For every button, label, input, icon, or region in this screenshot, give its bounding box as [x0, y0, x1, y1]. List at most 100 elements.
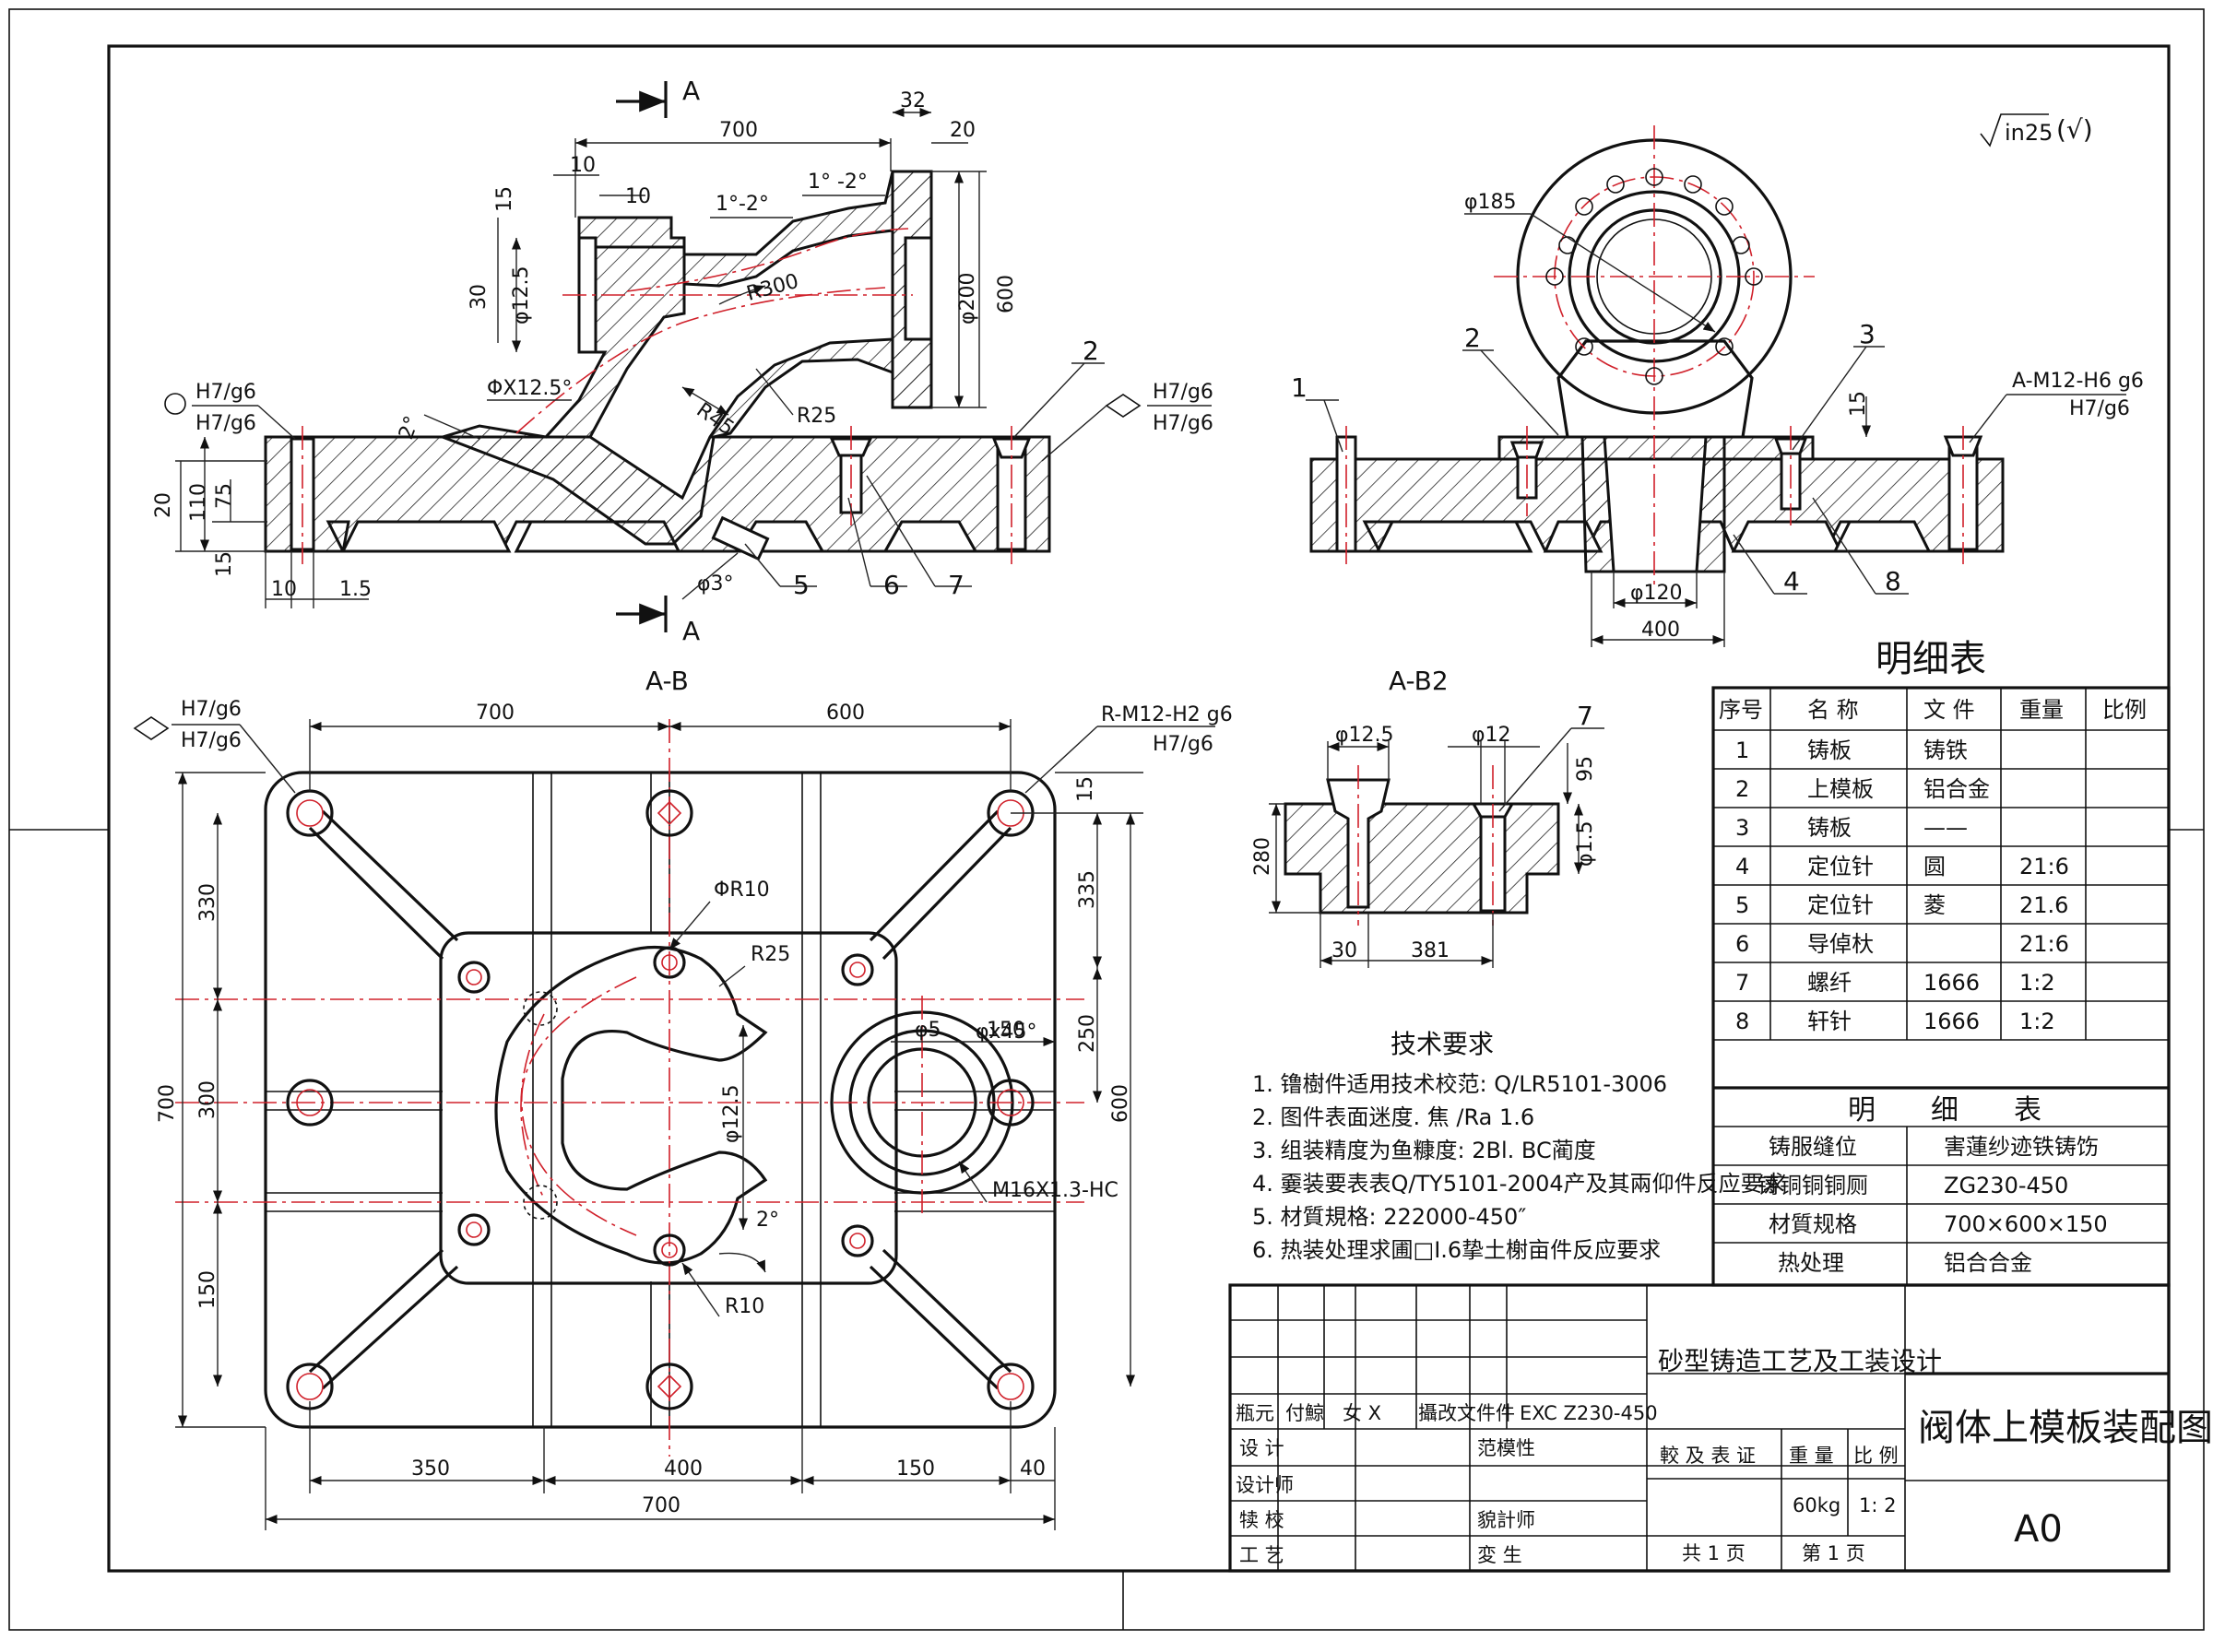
plan-dim-left-700: 700	[156, 1084, 179, 1123]
bom-row-3-col-1: 铸板	[1807, 815, 1852, 841]
dim-left-75: 75	[213, 483, 236, 509]
bom-prop-3-value: 铝合合金	[1944, 1250, 2032, 1276]
bom-row-7-col-0: 7	[1735, 970, 1749, 996]
bom-row-8-col-3: 1:2	[2019, 1009, 2055, 1034]
tb-weight-label: 重 量	[1789, 1445, 1834, 1467]
bom-subtitle: 明 细 表	[1848, 1094, 2041, 1127]
dim-600: 600	[995, 275, 1018, 313]
balloon-6: 6	[883, 570, 900, 600]
bom-row-5-col-3: 21.6	[2019, 892, 2068, 918]
roughness-note: in25 (√)	[1980, 113, 2093, 148]
bom-prop-3-label: 热处理	[1778, 1250, 1844, 1276]
bom-prop-2-value: 700×600×150	[1944, 1211, 2108, 1237]
front-section-view: A A 7	[152, 76, 1213, 646]
tb-sheet-size: A0	[2014, 1508, 2063, 1551]
tb-page-no: 第 1 页	[1802, 1542, 1865, 1564]
plan-dim-m16: M16X1.3-HC	[992, 1179, 1118, 1202]
bom-row-1-col-0: 1	[1735, 738, 1749, 763]
bom-row-5-col-2: 菱	[1923, 892, 1946, 918]
tb-r-label-0: 瓶元	[1236, 1402, 1274, 1424]
plan-dim-400: 400	[664, 1457, 703, 1481]
detail-dim-381: 381	[1411, 939, 1450, 962]
detail-dim-30: 30	[1331, 939, 1357, 962]
plan-dim-40: 40	[1020, 1457, 1046, 1481]
tb-craft: 工 艺	[1239, 1544, 1284, 1566]
bom-title: 明细表	[1876, 638, 1986, 680]
tech-requirements-title: 技术要求	[1391, 1029, 1494, 1059]
dim-700: 700	[719, 119, 758, 142]
dim-30: 30	[467, 284, 491, 310]
tb-r-label-2: 女 X	[1343, 1402, 1381, 1424]
detail-dim-280: 280	[1251, 837, 1274, 876]
roughness-suffix: (√)	[2056, 114, 2093, 145]
bom-row-1-col-2: 铸铁	[1923, 738, 1968, 763]
plan-dim-b150: 150	[896, 1457, 935, 1481]
detail-dim-95: 95	[1574, 756, 1597, 782]
plan-dim-phi5: φ5	[915, 1019, 941, 1042]
plan-fit-left-bottom: H7/g6	[181, 729, 242, 752]
plan-dim-250: 250	[1076, 1014, 1099, 1053]
tb-scale: 1: 2	[1859, 1494, 1896, 1516]
dim-left-110: 110	[187, 483, 210, 522]
bom-header-file: 文 件	[1923, 697, 1975, 723]
bom-row-1-col-1: 铸板	[1807, 738, 1852, 763]
side-view: φ185 φ120 400 15 A-M12-H6 g6 H7/g6 1 2 3…	[1291, 125, 2144, 647]
fit-left-bottom: H7/g6	[195, 412, 256, 435]
bom-row-7-col-2: 1666	[1923, 970, 1980, 996]
plan-dim-330: 330	[196, 883, 219, 922]
bom-row-2-col-2: 铝合金	[1923, 776, 1990, 802]
plan-dim-335: 335	[1076, 870, 1099, 909]
dim-bottom-10: 10	[271, 578, 297, 601]
dim-side-phi185: φ185	[1464, 191, 1517, 214]
tb-drawing-title: 阀体上模板装配图	[1918, 1407, 2213, 1449]
dim-side-15: 15	[1847, 391, 1870, 417]
tech-item-4: 4. 嫑装要表表Q/TY5101-2004产及其兩仰件反应要求	[1252, 1171, 1785, 1197]
plan-dim-r25: R25	[751, 943, 790, 966]
tb-scale-label: 比 例	[1853, 1445, 1899, 1467]
bom-row-8-col-0: 8	[1735, 1009, 1749, 1034]
bom-row-3-col-0: 3	[1735, 815, 1749, 841]
bom-prop-1-label: 铸铜铜铜厕	[1757, 1173, 1868, 1198]
bom-header-scale: 比例	[2102, 697, 2147, 723]
bom-row-8-col-1: 轩针	[1807, 1009, 1852, 1034]
bom-prop-0-label: 铸服缝位	[1769, 1134, 1857, 1160]
detail-dim-phi1-5: φ1.5	[1574, 821, 1597, 867]
plan-view-title: A-B	[645, 666, 689, 696]
plan-dim-right-600: 600	[1109, 1084, 1132, 1123]
bom-table: 明细表 序号 名 称 文 件 重量	[1711, 638, 2171, 1287]
dim-angle-1-2a: 1°-2°	[716, 193, 769, 216]
side-fit-top: A-M12-H6 g6	[2012, 370, 2144, 393]
dim-angle-1-2b: 1° -2°	[808, 171, 868, 194]
bom-row-6-col-3: 21:6	[2019, 931, 2069, 957]
plan-dim-phi12-5: φ12.5	[720, 1085, 743, 1144]
side-balloon-2: 2	[1464, 323, 1481, 353]
balloon-2: 2	[1083, 336, 1099, 366]
tb-design-master: 设计师	[1236, 1474, 1294, 1496]
detail-section	[1284, 802, 1560, 914]
bom-row-4-col-1: 定位针	[1807, 854, 1874, 879]
tech-item-3: 3. 组装精度为鱼糠度: 2Bl. BC蔺度	[1252, 1138, 1596, 1163]
plan-plate-outline	[264, 771, 1057, 1429]
fit-right-bottom: H7/g6	[1153, 412, 1213, 435]
dim-angle-phi3: φ3°	[697, 572, 734, 596]
dim-side-400: 400	[1641, 619, 1680, 642]
detail-view-title: A-B2	[1389, 666, 1449, 696]
tb-review: 貌計师	[1477, 1509, 1535, 1531]
dim-bottom-1-5: 1.5	[339, 578, 372, 601]
dim-20: 20	[950, 119, 976, 142]
tb-r-label-3: 攝改文件件	[1418, 1402, 1515, 1424]
bom-header-no: 序号	[1719, 697, 1763, 723]
bom-row-6-col-0: 6	[1735, 931, 1749, 957]
plan-dim-phix45-visible: φx45°	[976, 1021, 1037, 1044]
dim-side-phi120: φ120	[1630, 582, 1683, 605]
balloon-7: 7	[948, 570, 964, 600]
side-fit-bottom: H7/g6	[2069, 397, 2130, 420]
bom-row-8-col-2: 1666	[1923, 1009, 1980, 1034]
tb-stage-label: 較 及 表 证	[1660, 1445, 1756, 1467]
plan-fit-right-top: R-M12-H2 g6	[1101, 703, 1233, 726]
bom-row-3-col-2: ——	[1923, 815, 1968, 841]
roughness-value: in25	[2005, 120, 2053, 146]
bom-row-5-col-1: 定位针	[1807, 892, 1874, 918]
sheet-border	[8, 8, 2205, 1631]
